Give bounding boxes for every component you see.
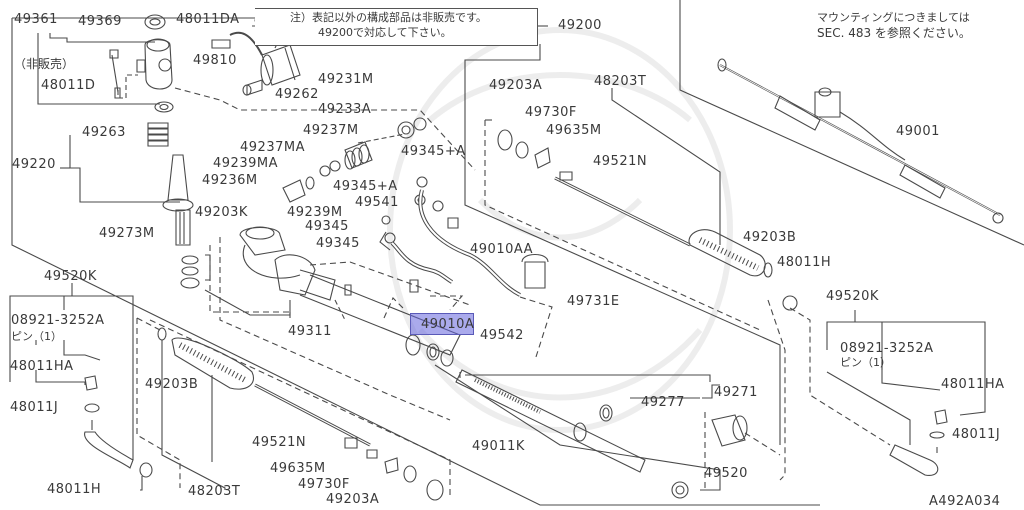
tie-rod-end-left xyxy=(10,283,180,490)
part-label-49271[interactable]: 49271 xyxy=(714,385,758,400)
part-label-49635M-bottom[interactable]: 49635M xyxy=(270,461,326,476)
part-label-49730F-top[interactable]: 49730F xyxy=(525,105,577,120)
dashed-leader-bolt xyxy=(430,296,462,310)
mounting-note-line-1: マウンティングにつきましては xyxy=(817,11,970,24)
part-label-49345-2[interactable]: 49345 xyxy=(316,236,360,251)
part-label-49521N-top[interactable]: 49521N xyxy=(593,154,648,169)
mounting-note-line-2: SEC. 483 を参照ください。 xyxy=(817,26,971,40)
part-label-49520K-right[interactable]: 49520K xyxy=(826,289,879,304)
pin-label-right: ピン（1） xyxy=(840,356,891,369)
part-label-48011H-right[interactable]: 48011H xyxy=(777,255,832,270)
pin-label-left: ピン（1） xyxy=(11,330,62,343)
part-label-49810[interactable]: 49810 xyxy=(193,53,237,68)
part-label-49001[interactable]: 49001 xyxy=(896,124,940,139)
part-label-48203T-top[interactable]: 48203T xyxy=(594,74,647,89)
part-label-49010A-number: 49010 xyxy=(421,317,465,332)
part-label-49010AA[interactable]: 49010AA xyxy=(470,242,534,257)
leader-49311 xyxy=(205,290,290,315)
part-label-48203T-bottom[interactable]: 48203T xyxy=(188,484,241,499)
pinion-49220 xyxy=(60,123,210,288)
part-label-49520[interactable]: 49520 xyxy=(704,466,748,481)
outer-boot-left xyxy=(158,328,443,500)
part-label-49730F-bottom[interactable]: 49730F xyxy=(298,477,350,492)
solenoid-49810 xyxy=(212,16,300,95)
pipes xyxy=(380,177,520,295)
gear-housing-49311 xyxy=(195,210,470,355)
part-label-48011HA-right[interactable]: 48011HA xyxy=(941,377,1005,392)
rack-49011K xyxy=(435,365,720,498)
part-label-48011HA-left[interactable]: 48011HA xyxy=(10,359,74,374)
part-label-08921-right[interactable]: 08921-3252A xyxy=(840,341,934,356)
part-label-49203B-right[interactable]: 49203B xyxy=(743,230,797,245)
seal-parts xyxy=(283,118,426,202)
part-label-49237M[interactable]: 49237M xyxy=(303,123,359,138)
part-label-48011D[interactable]: 48011D xyxy=(41,78,96,93)
part-label-49203A-top[interactable]: 49203A xyxy=(489,78,543,93)
note-line-2: 49200で対応して下さい。 xyxy=(318,26,452,39)
part-label-49010A[interactable]: 49010A xyxy=(421,318,474,332)
dashed-frame-top-right xyxy=(768,300,785,480)
part-label-49203A-bottom[interactable]: 49203A xyxy=(326,492,380,507)
part-label-49521N-bottom[interactable]: 49521N xyxy=(252,435,307,450)
part-label-49273M[interactable]: 49273M xyxy=(99,226,155,241)
note-box xyxy=(255,8,538,46)
part-label-49541[interactable]: 49541 xyxy=(355,195,399,210)
part-label-49731E[interactable]: 49731E xyxy=(567,294,620,309)
steering-rack-assembly-49001 xyxy=(718,59,1003,223)
part-label-49200[interactable]: 49200 xyxy=(558,18,602,33)
part-label-48011J-left[interactable]: 48011J xyxy=(10,400,59,415)
selected-part-highlight xyxy=(410,313,474,335)
part-label-49369[interactable]: 49369 xyxy=(78,14,122,29)
assembly-frame xyxy=(12,0,1024,505)
part-label-08921-left[interactable]: 08921-3252A xyxy=(11,313,105,328)
part-label-49239M[interactable]: 49239M xyxy=(287,205,343,220)
part-label-49236M[interactable]: 49236M xyxy=(202,173,258,188)
watermark-emblem xyxy=(390,30,730,430)
part-label-49220[interactable]: 49220 xyxy=(12,157,56,172)
part-label-48011DA[interactable]: 48011DA xyxy=(176,12,240,27)
note-line-1: 注）表記以外の構成部品は非販売です。 xyxy=(290,11,487,24)
inner-tie-rod-top xyxy=(485,120,797,330)
part-label-49011K[interactable]: 49011K xyxy=(472,439,525,454)
part-label-48011J-right[interactable]: 48011J xyxy=(952,427,1001,442)
part-label-49345A-2[interactable]: 49345+A xyxy=(333,179,398,194)
dashed-leader-valve xyxy=(175,88,475,170)
clamp-49731E xyxy=(522,255,548,289)
diagram-code: A492A034 xyxy=(929,494,1001,509)
part-label-49203B-left[interactable]: 49203B xyxy=(145,377,199,392)
leader-48203T-top xyxy=(612,88,720,245)
dashed-leader-pipe xyxy=(520,297,552,360)
part-label-49203K[interactable]: 49203K xyxy=(195,205,248,220)
tie-rod-end-right xyxy=(790,308,985,475)
part-label-49345A-1[interactable]: 49345+A xyxy=(401,144,466,159)
dashed-frame-49203K xyxy=(220,237,450,420)
bushing-49520 xyxy=(705,412,780,490)
part-label-49231M[interactable]: 49231M xyxy=(318,72,374,87)
part-label-49542[interactable]: 49542 xyxy=(480,328,524,343)
part-label-49277[interactable]: 49277 xyxy=(641,395,685,410)
part-label-49361[interactable]: 49361 xyxy=(14,12,58,27)
part-label-49239MA[interactable]: 49239MA xyxy=(213,156,278,171)
part-label-49010A-suffix: A xyxy=(464,317,475,332)
part-label-49311[interactable]: 49311 xyxy=(288,324,332,339)
part-label-49263[interactable]: 49263 xyxy=(82,125,126,140)
dashed-leader-seal xyxy=(384,298,405,318)
valve-housing xyxy=(110,15,173,112)
part-label-49233A[interactable]: 49233A xyxy=(318,102,372,117)
part-label-49262[interactable]: 49262 xyxy=(275,87,319,102)
part-label-49520K-left[interactable]: 49520K xyxy=(44,269,97,284)
rack-seals xyxy=(406,335,453,366)
part-label-49237MA[interactable]: 49237MA xyxy=(240,140,305,155)
part-label-49345-1[interactable]: 49345 xyxy=(305,219,349,234)
dashed-frame-bottom-left xyxy=(150,320,450,497)
not-sold-label: （非販売） xyxy=(14,57,75,71)
part-label-48011H-left[interactable]: 48011H xyxy=(47,482,102,497)
bracket-49361 xyxy=(38,33,160,104)
part-label-49635M-top[interactable]: 49635M xyxy=(546,123,602,138)
